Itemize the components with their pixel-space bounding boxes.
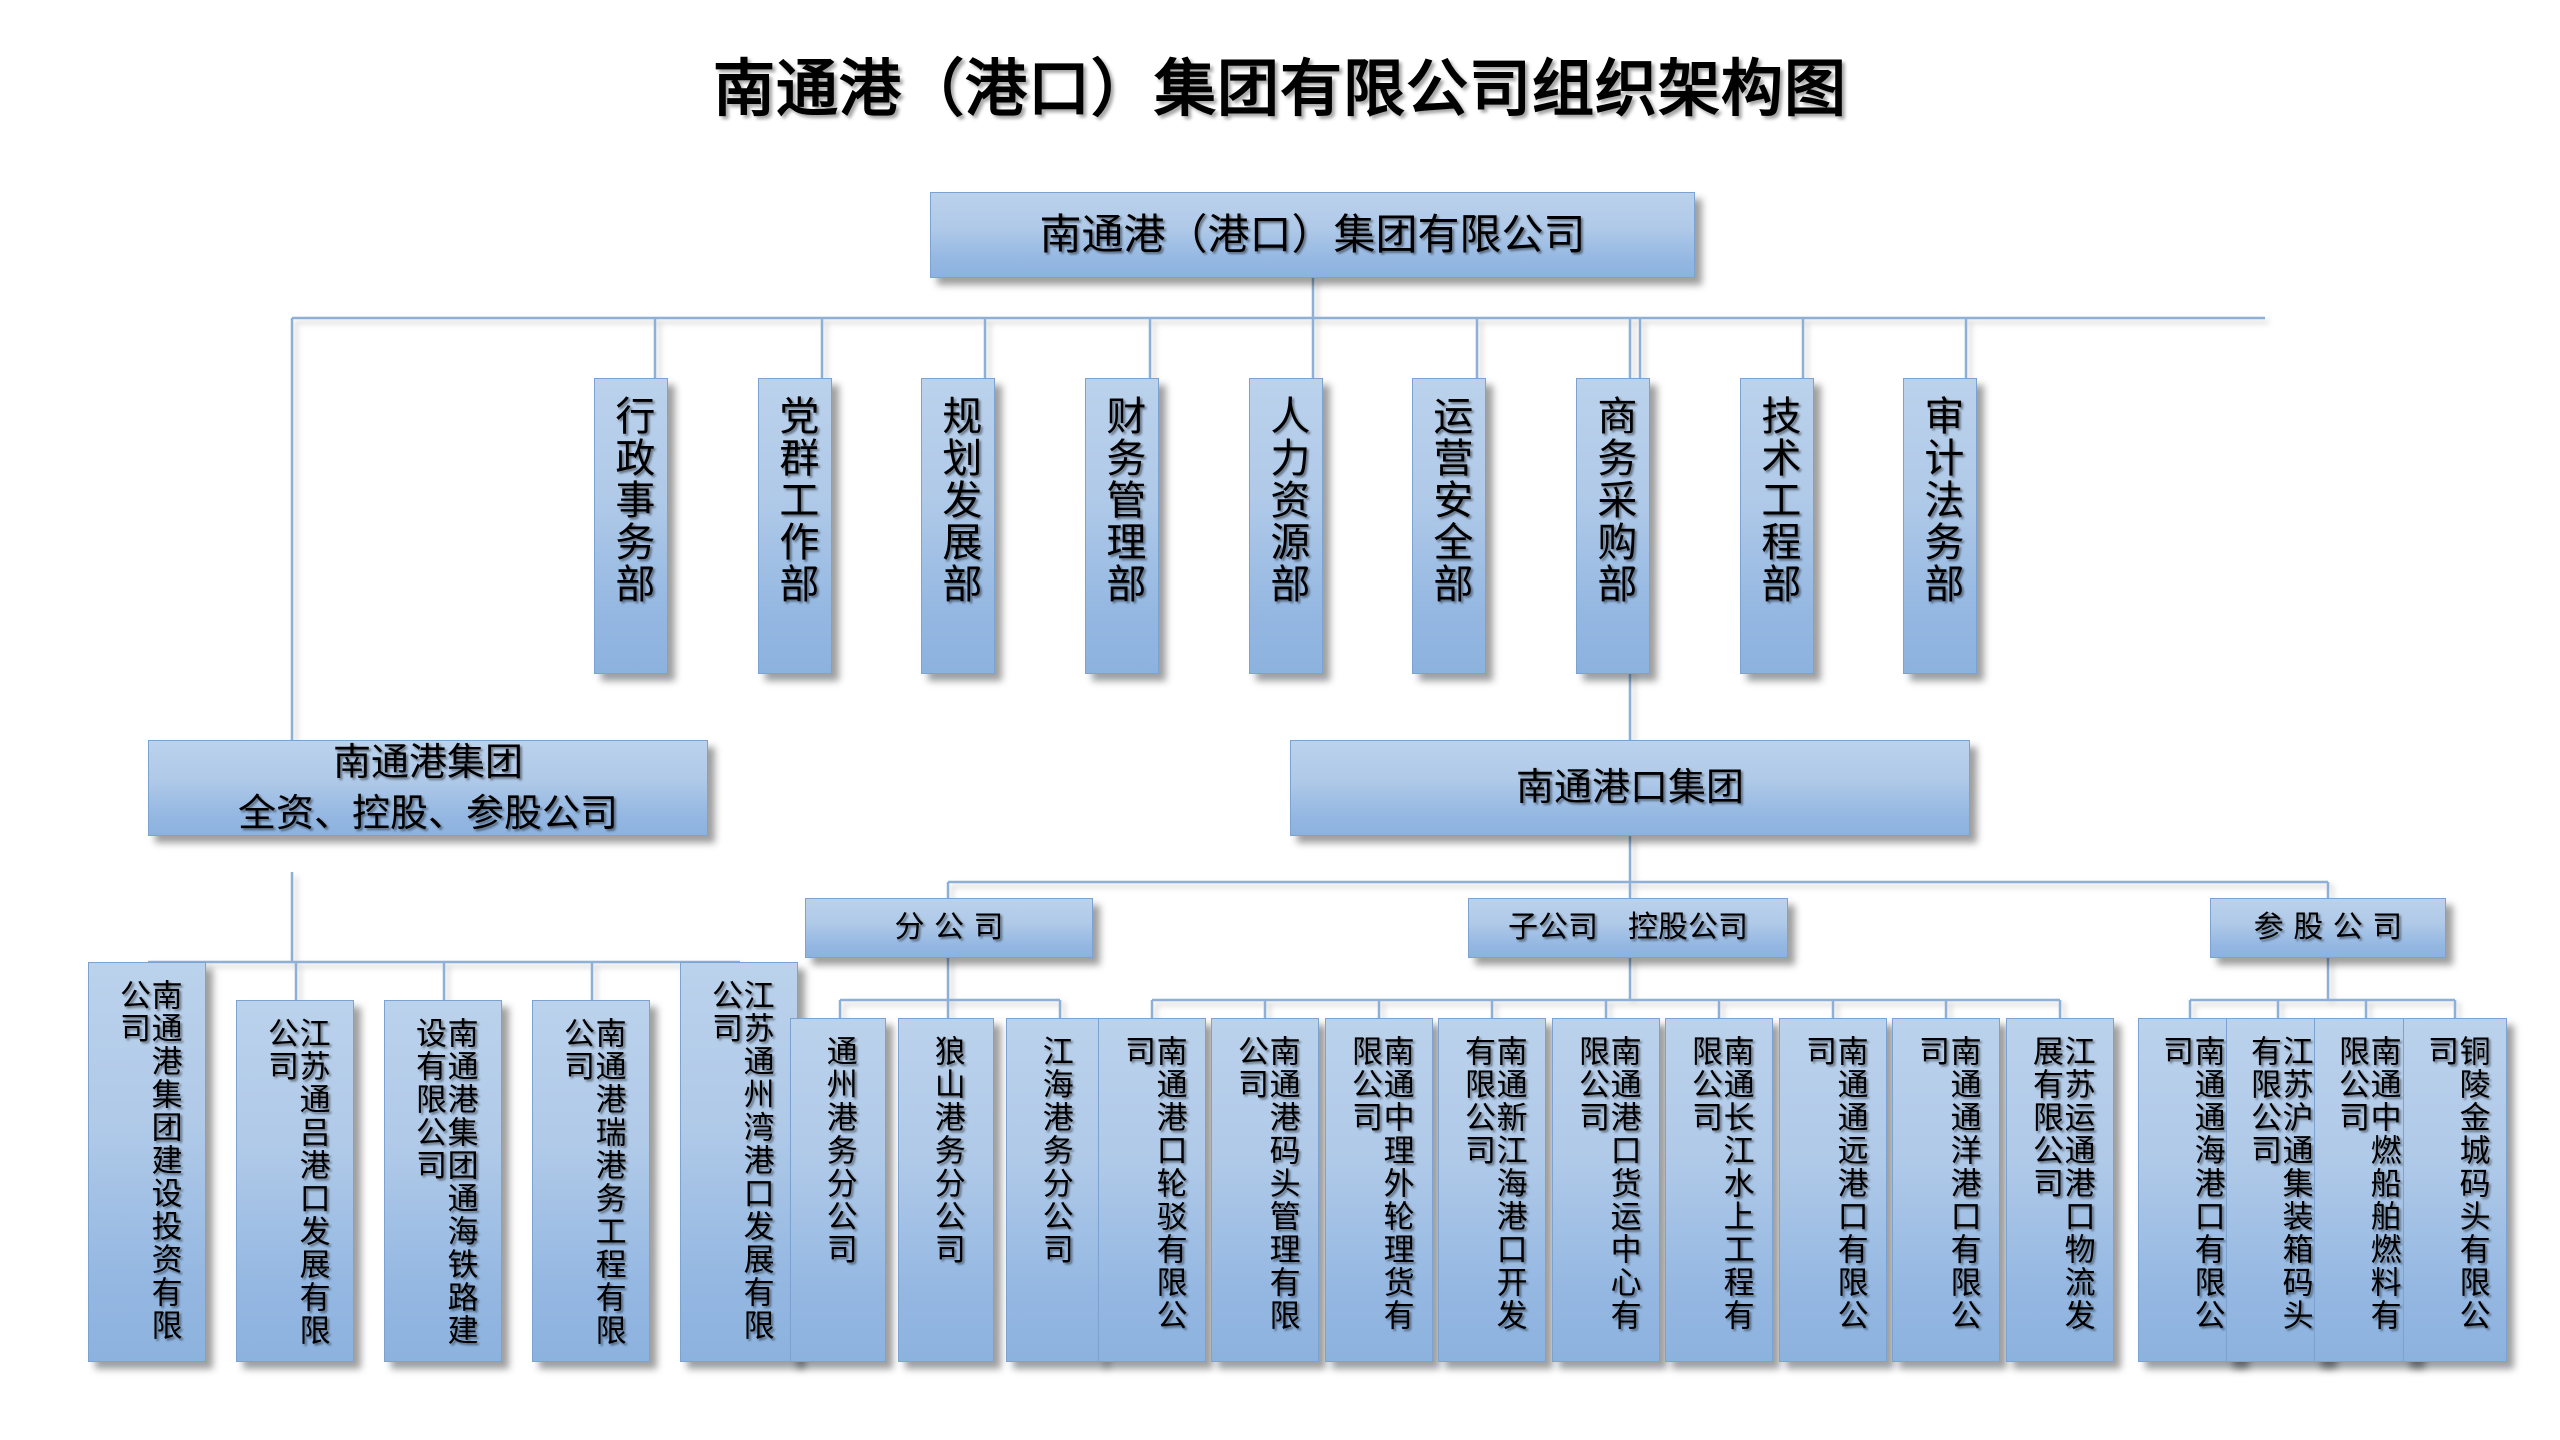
company-node-sub-0[interactable]: 南通港口轮驳有限公司	[1098, 1018, 1206, 1362]
department-label: 人力资源部	[1263, 395, 1310, 605]
company-label: 江苏沪通集装箱码头有限公司	[2245, 1035, 2313, 1332]
company-node-sub-6[interactable]: 南通通远港口有限公司	[1779, 1018, 1887, 1362]
department-label: 运营安全部	[1426, 395, 1473, 605]
company-node-sub-2[interactable]: 南通中理外轮理货有限公司	[1325, 1018, 1433, 1362]
category-node-equity[interactable]: 参 股 公 司	[2210, 898, 2446, 958]
company-label: 南通新江海港口开发有限公司	[1459, 1035, 1527, 1332]
company-node-equity-1[interactable]: 江苏沪通集装箱码头有限公司	[2226, 1018, 2330, 1362]
company-node-sub-7[interactable]: 南通通洋港口有限公司	[1892, 1018, 2000, 1362]
company-label: 南通通海港口有限公司	[2157, 1035, 2225, 1332]
department-node-2[interactable]: 规划发展部	[921, 378, 995, 674]
category-label: 分 公 司	[894, 910, 1004, 946]
company-node-ntg-0[interactable]: 南通港集团建设投资有限公司	[88, 962, 206, 1362]
department-label: 技术工程部	[1754, 395, 1801, 605]
group-node-label: 南通港口集团	[1515, 765, 1744, 810]
company-label: 江苏通州湾港口发展有限公司	[706, 979, 774, 1342]
company-label: 铜陵金城码头有限公司	[2422, 1035, 2490, 1332]
company-label: 南通港口轮驳有限公司	[1119, 1035, 1187, 1332]
company-node-sub-8[interactable]: 江苏运通港口物流发展有限公司	[2006, 1018, 2114, 1362]
company-label: 南通中理外轮理货有限公司	[1346, 1035, 1414, 1332]
company-node-branch-0[interactable]: 通州港务分公司	[790, 1018, 886, 1362]
department-label: 行政事务部	[608, 395, 655, 605]
company-label: 江苏通吕港口发展有限公司	[262, 1017, 330, 1347]
company-node-ntg-3[interactable]: 南通港瑞港务工程有限公司	[532, 1000, 650, 1362]
company-label: 南通港集团建设投资有限公司	[114, 979, 182, 1342]
group-node-label-line1: 南通港集团	[332, 739, 523, 784]
company-label: 南通港集团通海铁路建设有限公司	[410, 1017, 478, 1347]
company-node-branch-1[interactable]: 狼山港务分公司	[898, 1018, 994, 1362]
company-node-ntg-2[interactable]: 南通港集团通海铁路建设有限公司	[384, 1000, 502, 1362]
group-node-label: 南通港集团 全资、控股、参股公司	[238, 737, 618, 840]
root-node[interactable]: 南通港（港口）集团有限公司	[930, 192, 1695, 278]
root-node-label: 南通港（港口）集团有限公司	[1039, 210, 1586, 260]
company-label: 通州港务分公司	[820, 1035, 857, 1266]
company-label: 南通港口货运中心有限公司	[1573, 1035, 1641, 1332]
group-node-label-line2: 全资、控股、参股公司	[237, 791, 618, 835]
company-label: 南通通远港口有限公司	[1800, 1035, 1868, 1332]
company-label: 江海港务分公司	[1036, 1035, 1073, 1266]
department-label: 财务管理部	[1099, 395, 1146, 605]
department-label: 党群工作部	[772, 395, 819, 605]
company-node-sub-1[interactable]: 南通港码头管理有限公司	[1211, 1018, 1319, 1362]
department-label: 商务采购部	[1590, 395, 1637, 605]
company-label: 南通中燃船舶燃料有限公司	[2333, 1035, 2401, 1332]
company-label: 南通港码头管理有限公司	[1232, 1035, 1300, 1332]
department-node-3[interactable]: 财务管理部	[1085, 378, 1159, 674]
company-node-sub-5[interactable]: 南通长江水上工程有限公司	[1665, 1018, 1773, 1362]
company-node-sub-3[interactable]: 南通新江海港口开发有限公司	[1438, 1018, 1546, 1362]
department-label: 规划发展部	[935, 395, 982, 605]
group-node-nantong-harbour-group[interactable]: 南通港口集团	[1290, 740, 1970, 836]
category-node-branch[interactable]: 分 公 司	[805, 898, 1093, 958]
department-node-7[interactable]: 技术工程部	[1740, 378, 1814, 674]
company-node-ntg-4[interactable]: 江苏通州湾港口发展有限公司	[680, 962, 798, 1362]
company-node-equity-2[interactable]: 南通中燃船舶燃料有限公司	[2314, 1018, 2418, 1362]
page-title: 南通港（港口）集团有限公司组织架构图	[712, 52, 1847, 125]
category-label: 参 股 公 司	[2253, 910, 2403, 946]
department-node-5[interactable]: 运营安全部	[1412, 378, 1486, 674]
department-node-8[interactable]: 审计法务部	[1903, 378, 1977, 674]
company-node-sub-4[interactable]: 南通港口货运中心有限公司	[1552, 1018, 1660, 1362]
company-label: 狼山港务分公司	[928, 1035, 965, 1266]
department-node-4[interactable]: 人力资源部	[1249, 378, 1323, 674]
department-node-1[interactable]: 党群工作部	[758, 378, 832, 674]
department-label: 审计法务部	[1917, 395, 1964, 605]
company-node-branch-2[interactable]: 江海港务分公司	[1006, 1018, 1102, 1362]
company-node-equity-3[interactable]: 铜陵金城码头有限公司	[2403, 1018, 2507, 1362]
company-label: 南通长江水上工程有限公司	[1686, 1035, 1754, 1332]
department-node-6[interactable]: 商务采购部	[1576, 378, 1650, 674]
category-node-subsidiary[interactable]: 子公司 控股公司	[1468, 898, 1788, 958]
company-label: 南通通洋港口有限公司	[1913, 1035, 1981, 1332]
company-node-ntg-1[interactable]: 江苏通吕港口发展有限公司	[236, 1000, 354, 1362]
company-label: 江苏运通港口物流发展有限公司	[2027, 1035, 2095, 1332]
group-node-nantong-port-group[interactable]: 南通港集团 全资、控股、参股公司	[148, 740, 708, 836]
department-node-0[interactable]: 行政事务部	[594, 378, 668, 674]
category-label: 子公司 控股公司	[1508, 910, 1748, 946]
company-label: 南通港瑞港务工程有限公司	[558, 1017, 626, 1347]
